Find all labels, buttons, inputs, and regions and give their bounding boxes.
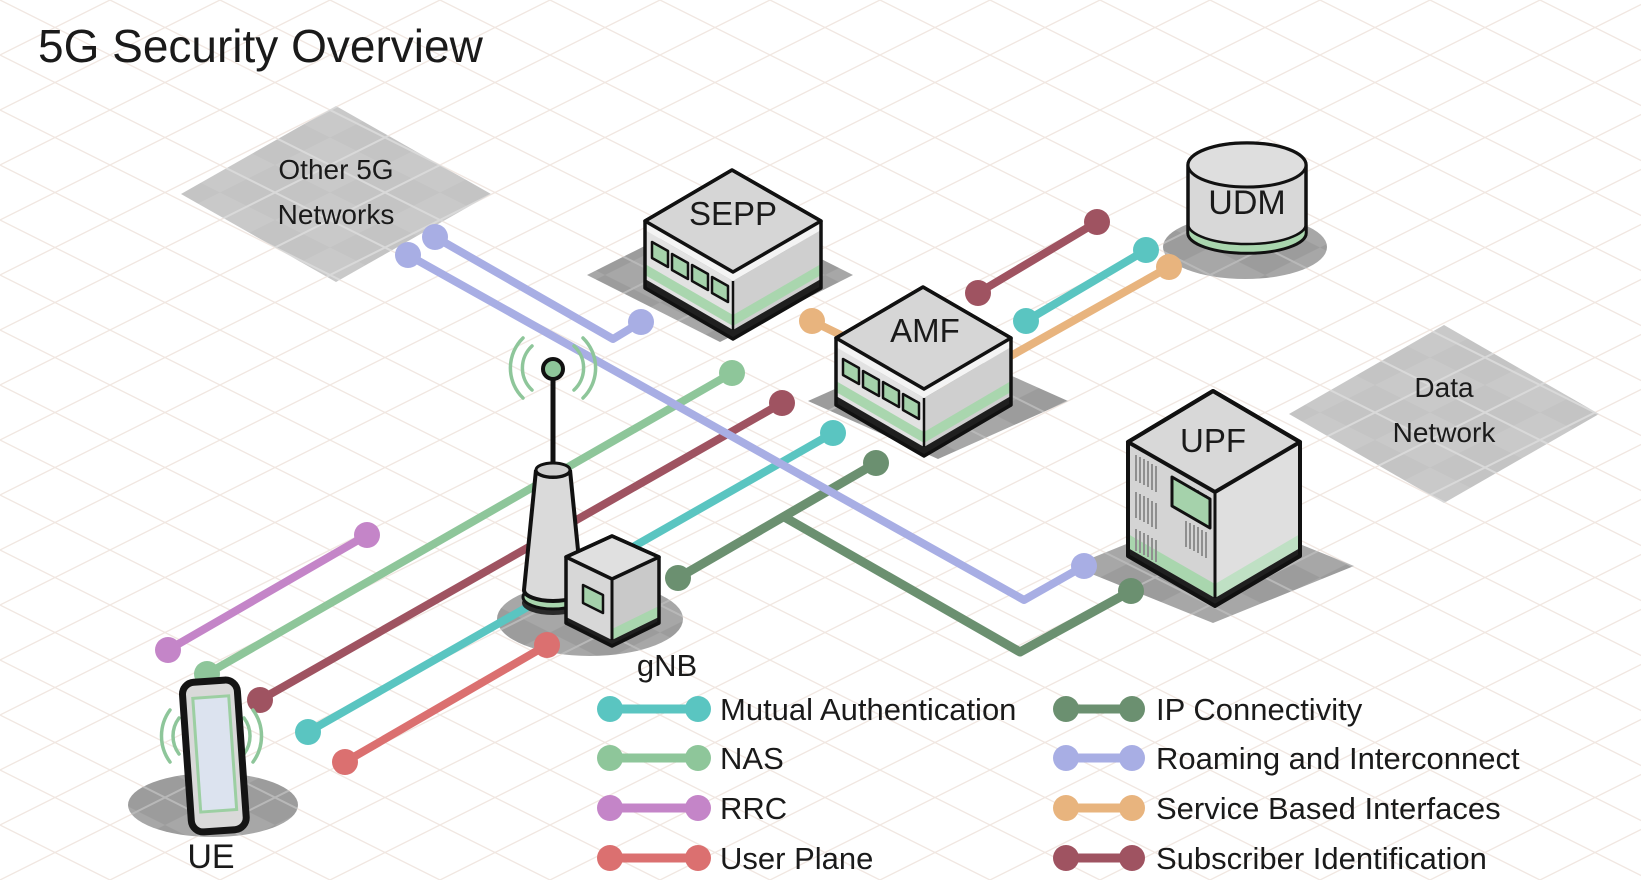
node-upf: UPF	[1126, 389, 1302, 608]
legend-item-roaming-interconnect: Roaming and Interconnect	[1053, 741, 1520, 776]
svg-text:IP Connectivity: IP Connectivity	[1156, 692, 1363, 727]
ue-phone-screen	[191, 694, 239, 814]
ue-label: UE	[187, 838, 234, 876]
link-subscriber-identification	[247, 209, 1110, 713]
node-udm: UDM	[1186, 141, 1308, 255]
node-amf: AMF	[834, 285, 1013, 458]
legend-item-ip-connectivity: IP Connectivity	[1053, 692, 1363, 727]
amf-led-panels	[841, 357, 921, 421]
gnb-antenna-tip	[541, 357, 565, 381]
node-ue: UE	[159, 676, 264, 876]
legend: Mutual Authentication NAS RRC User Plane…	[597, 692, 1520, 876]
gnb-signal-arcs-icon	[508, 336, 598, 400]
page-title: 5G Security Overview	[38, 20, 484, 72]
legend-item-service-based-interfaces: Service Based Interfaces	[1053, 791, 1501, 826]
sepp-led-panels	[650, 240, 730, 304]
udm-label: UDM	[1208, 184, 1285, 222]
legend-item-mutual-authentication: Mutual Authentication	[597, 692, 1016, 727]
zone-data-network-label-line2: Network	[1393, 417, 1497, 448]
sepp-label: SEPP	[689, 195, 777, 232]
link-user-plane	[332, 632, 560, 775]
zone-other-5g-label-line1: Other 5G	[278, 154, 393, 185]
svg-text:NAS: NAS	[720, 741, 784, 776]
link-roaming-interconnect	[395, 224, 1097, 604]
upf-green-panel	[1170, 475, 1212, 530]
link-ip-connectivity	[665, 450, 1144, 657]
svg-text:Subscriber Identification: Subscriber Identification	[1156, 841, 1487, 876]
legend-item-subscriber-identification: Subscriber Identification	[1053, 841, 1487, 876]
link-rrc	[155, 522, 380, 663]
ue-signal-arcs-icon	[159, 708, 264, 764]
gnb-cabinet-panel	[581, 583, 605, 615]
node-gnb: gNB	[508, 336, 697, 683]
legend-item-user-plane: User Plane	[597, 841, 873, 876]
legend-item-rrc: RRC	[597, 791, 787, 826]
svg-text:RRC: RRC	[720, 791, 787, 826]
zone-other-5g-networks: Other 5G Networks	[181, 106, 491, 282]
zone-data-network-label-line1: Data	[1414, 372, 1474, 403]
svg-text:User Plane: User Plane	[720, 841, 873, 876]
upf-label: UPF	[1180, 422, 1246, 459]
node-sepp: SEPP	[643, 168, 823, 341]
svg-text:Roaming and Interconnect: Roaming and Interconnect	[1156, 741, 1520, 776]
svg-text:Mutual Authentication: Mutual Authentication	[720, 692, 1016, 727]
zone-data-network: Data Network	[1289, 325, 1599, 503]
legend-item-nas: NAS	[597, 741, 784, 776]
svg-text:Service Based Interfaces: Service Based Interfaces	[1156, 791, 1501, 826]
amf-label: AMF	[890, 312, 960, 349]
gnb-cabinet	[564, 534, 661, 648]
zone-other-5g-label-line2: Networks	[278, 199, 395, 230]
gnb-label: gNB	[637, 648, 697, 683]
